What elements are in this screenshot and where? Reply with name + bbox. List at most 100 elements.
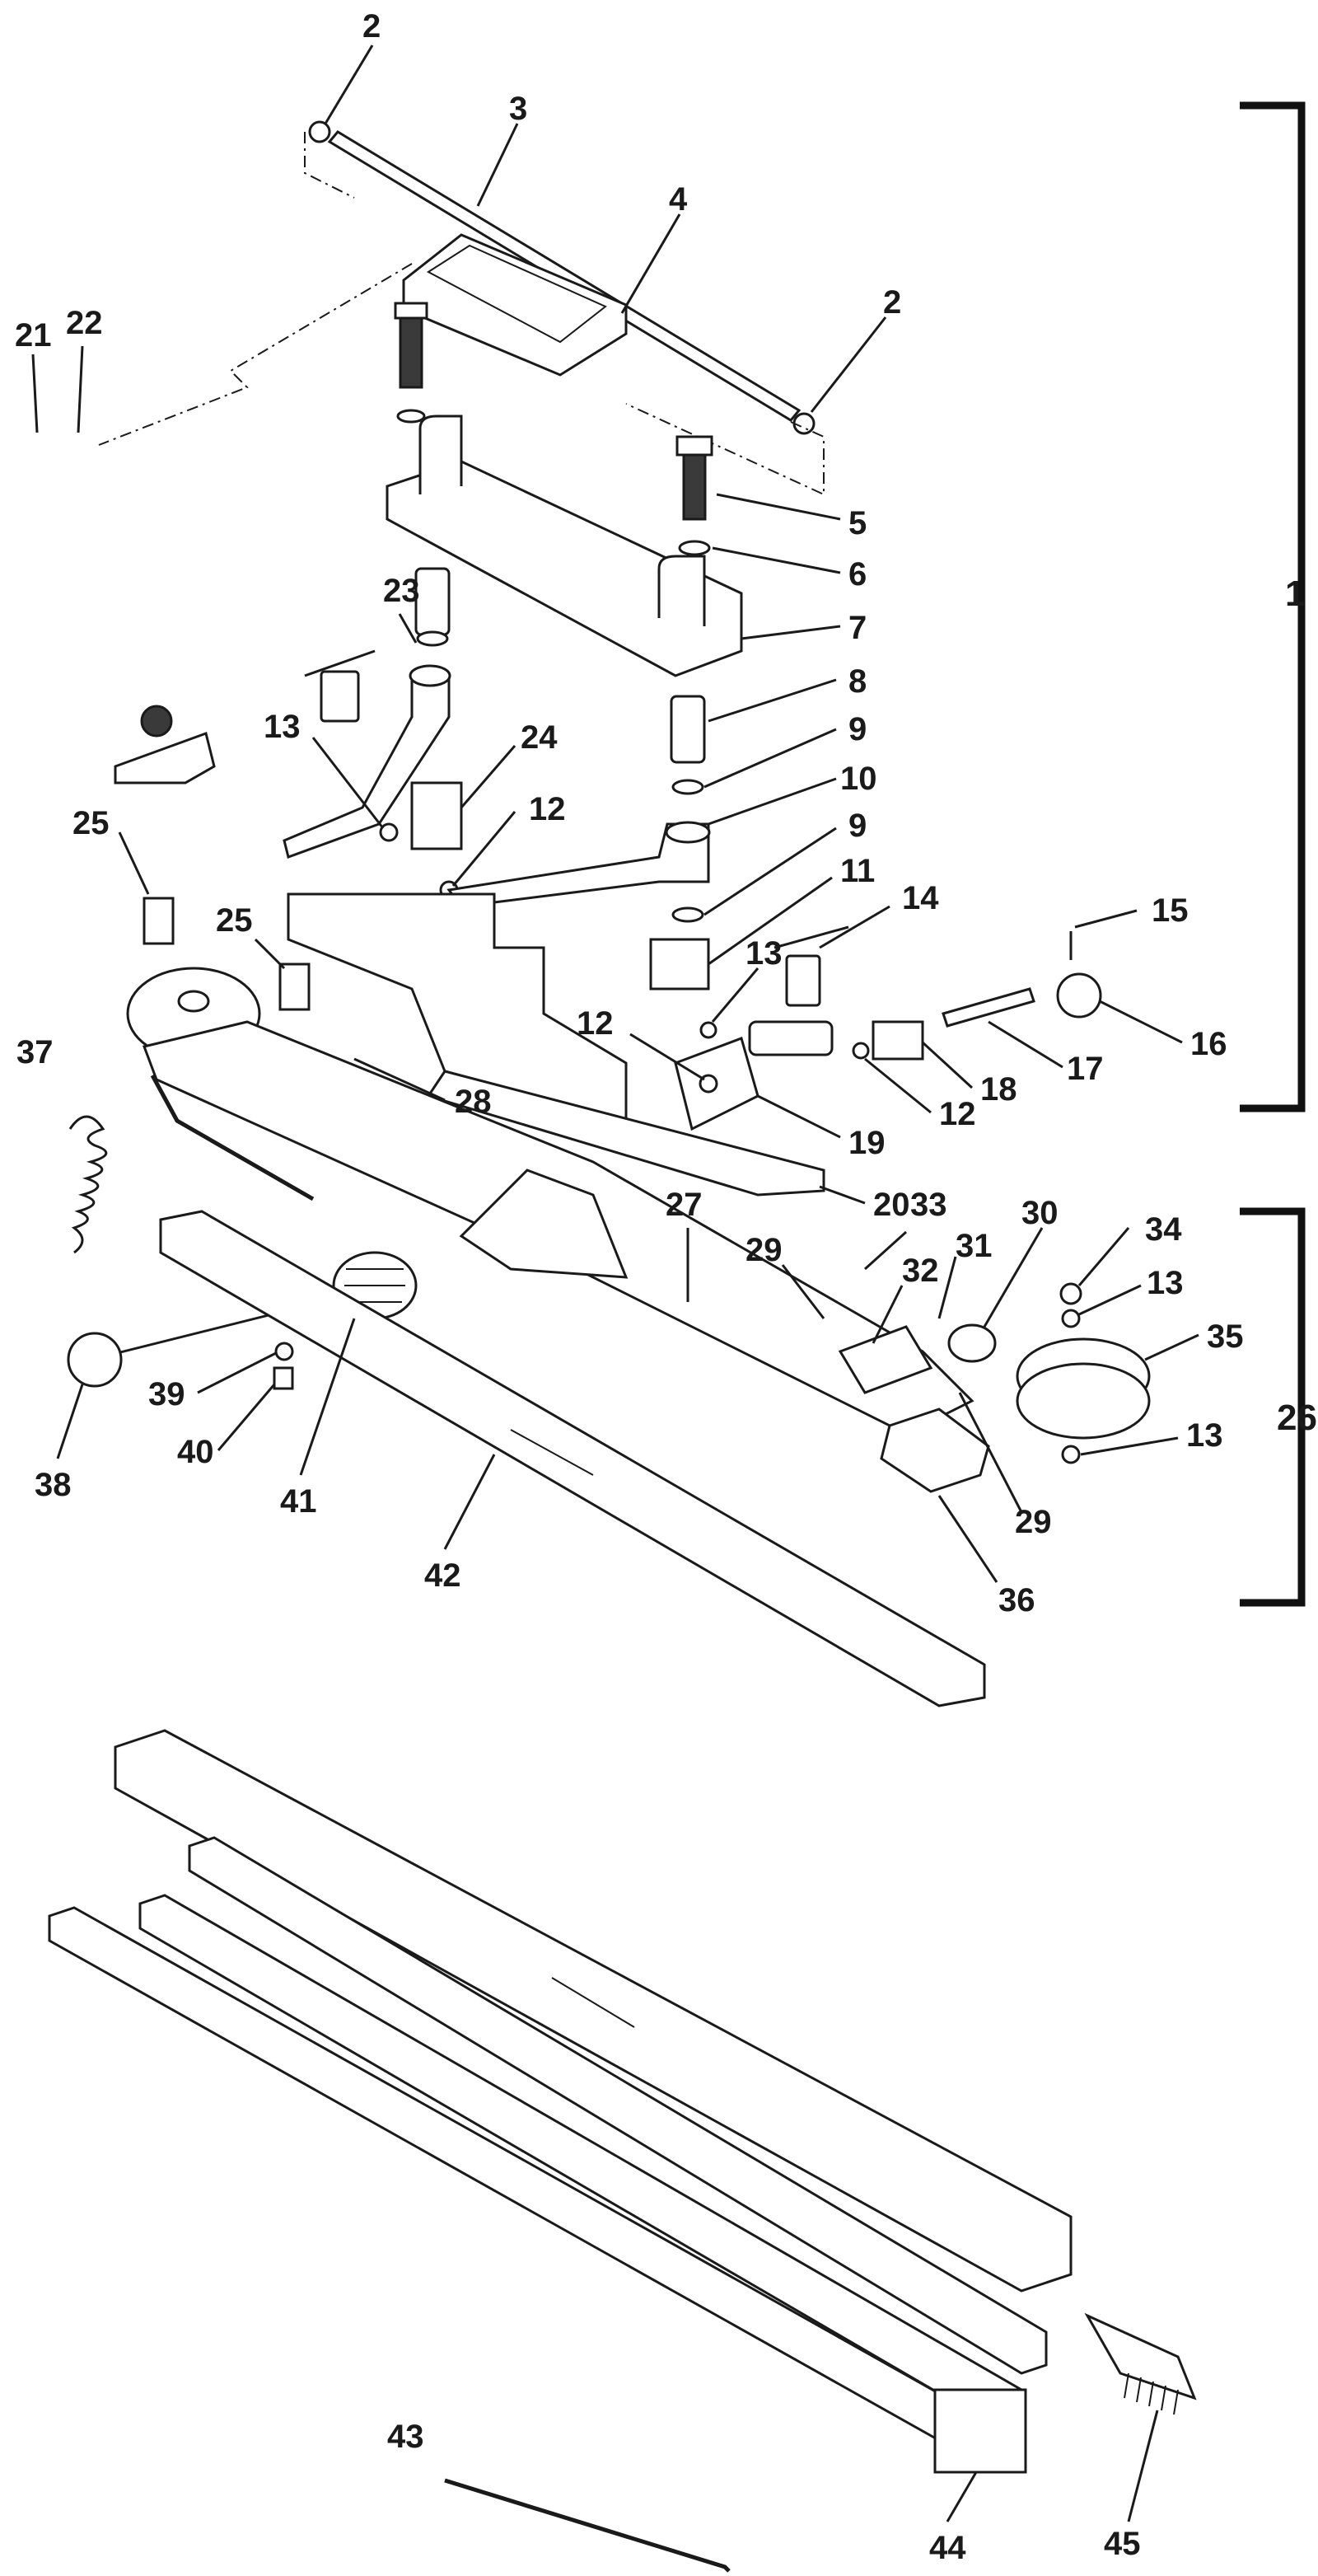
callout-31: 31	[956, 1228, 993, 1264]
leader-31	[937, 1256, 957, 1319]
callout-29: 29	[1015, 1504, 1052, 1540]
washer-13a	[379, 822, 399, 842]
callout-20: 20	[873, 1187, 910, 1223]
leader-29b	[958, 1392, 1023, 1513]
leader-38	[56, 1384, 84, 1459]
callout-35: 35	[1207, 1318, 1244, 1355]
callout-8: 8	[848, 663, 867, 700]
block-18	[872, 1020, 924, 1061]
leader-3	[476, 123, 519, 207]
bushing-9a	[671, 779, 704, 795]
u-bolt-right	[657, 555, 706, 626]
leader-9b	[703, 827, 837, 916]
leader-36	[937, 1495, 998, 1583]
callout-17: 17	[1067, 1051, 1104, 1087]
tension-rod-17	[942, 987, 1035, 1028]
bushing-23a	[416, 630, 449, 647]
brush-bar-45	[1084, 2312, 1197, 2400]
bracket-assembly-43	[150, 1074, 315, 1201]
dashline-21-22	[98, 263, 413, 446]
leader-12b	[864, 1057, 932, 1114]
callout-19: 19	[848, 1125, 886, 1161]
callout-30: 30	[1021, 1195, 1059, 1231]
leader-40	[217, 1384, 276, 1451]
callout-5: 5	[848, 505, 867, 541]
retaining-ring-right	[792, 412, 816, 435]
leader-33	[863, 1230, 908, 1271]
leader-24	[460, 745, 516, 808]
end-plate-44	[933, 2388, 1027, 2474]
bolt-left-head	[394, 302, 428, 320]
leader-2b	[810, 316, 887, 413]
callout-36: 36	[998, 1582, 1035, 1618]
callout-6: 6	[848, 556, 867, 592]
callout-25: 25	[216, 902, 253, 939]
bracket-assembly-43-lower	[444, 2478, 731, 2573]
leader-13c	[1078, 1284, 1142, 1316]
nut-top	[140, 705, 173, 738]
rod-19	[748, 1020, 834, 1056]
hose-clamp	[67, 1332, 123, 1388]
washer-13b	[699, 1021, 717, 1039]
callout-45: 45	[1104, 2526, 1141, 2562]
callout-assembly-1: 1	[1285, 574, 1305, 614]
leader-13b	[711, 967, 759, 1023]
callout-13: 13	[1147, 1265, 1184, 1301]
leader-25b	[254, 938, 286, 970]
leader-35	[1144, 1333, 1199, 1361]
bracket-32	[838, 1325, 933, 1394]
callout-25: 25	[72, 805, 110, 841]
callout-9: 9	[848, 808, 867, 844]
bushing-9b	[671, 906, 704, 923]
bell-crank-plate	[287, 892, 628, 1122]
callout-28: 28	[455, 1084, 492, 1120]
linkage-group	[114, 567, 1102, 1197]
callout-13: 13	[745, 935, 783, 972]
leader-21	[31, 354, 39, 433]
pivot-bracket	[402, 233, 628, 377]
pulley-left-hub	[177, 990, 210, 1013]
callout-42: 42	[424, 1557, 461, 1594]
washer-13d	[1061, 1445, 1081, 1464]
spacer-23	[414, 567, 451, 636]
leader-22	[77, 345, 84, 433]
block-24	[410, 781, 463, 850]
bracket-assembly-1	[1240, 101, 1306, 1112]
callout-13: 13	[1186, 1417, 1223, 1454]
bracket-assembly-26	[1240, 1207, 1306, 1607]
callout-labels: 2 3 4 2 21 22 5 6 7 1 23 8 9 10 9 13 24 …	[15, 8, 1317, 2566]
leader-17	[988, 1020, 1063, 1069]
leader-8	[708, 678, 837, 723]
leader-44	[946, 2471, 978, 2522]
callout-27: 27	[666, 1187, 703, 1223]
leader-11	[708, 876, 833, 966]
leader-2a	[324, 44, 374, 124]
leader-29a	[781, 1264, 825, 1319]
callout-2: 2	[883, 284, 901, 321]
blade-rail-group	[48, 1729, 1197, 2474]
bolt-left	[399, 310, 423, 389]
leader-23	[398, 613, 418, 644]
callout-41: 41	[280, 1483, 317, 1520]
bushing-23b	[409, 664, 451, 687]
leader-18	[921, 1041, 974, 1089]
dashline-2a	[304, 132, 355, 199]
leader-16	[1099, 1000, 1183, 1044]
block-11	[649, 938, 710, 991]
leader-13d	[1080, 1436, 1179, 1456]
spring-37	[68, 1115, 108, 1254]
coupling-tube	[459, 1169, 629, 1279]
pin-handle-14-bar	[774, 925, 849, 949]
callout-12: 12	[577, 1005, 614, 1042]
callout-13: 13	[264, 709, 301, 745]
washer-39	[274, 1342, 294, 1361]
bolt-right-head	[675, 435, 713, 457]
pin-handle-14	[785, 954, 821, 1007]
washer-13c	[1061, 1309, 1081, 1328]
brush-bristles	[1124, 2372, 1179, 2415]
leader-15	[1074, 909, 1138, 929]
leader-34	[1077, 1227, 1130, 1286]
pin-handle-left-bar	[304, 649, 376, 677]
callout-4: 4	[669, 181, 688, 218]
